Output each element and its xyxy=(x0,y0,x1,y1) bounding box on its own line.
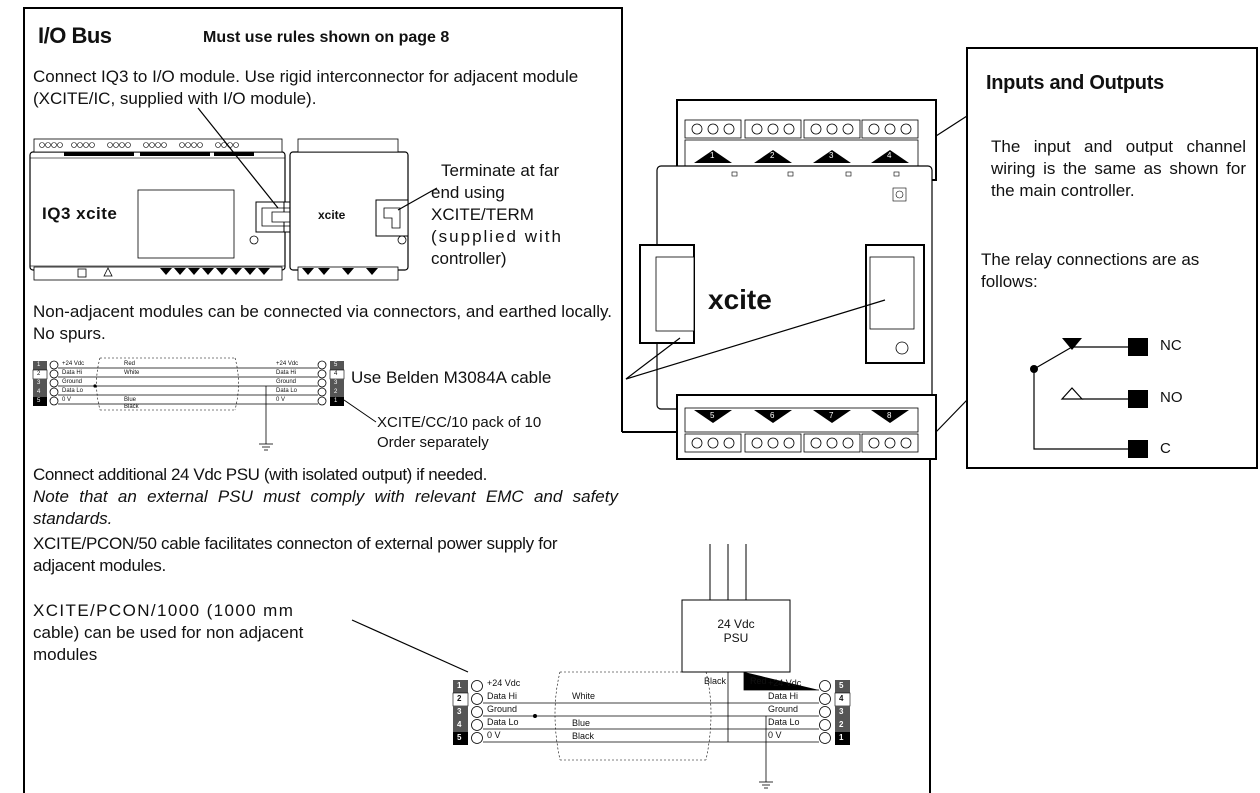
upper-left-label-4: Data Lo xyxy=(62,388,84,394)
upper-right-pin-2: 2 xyxy=(334,389,338,395)
lower-left-pin-3: 3 xyxy=(457,707,462,716)
relay-no-label: NO xyxy=(1160,389,1183,406)
upper-wire-white: White xyxy=(124,370,140,376)
terminate-text-3: XCITE/TERM xyxy=(431,205,534,224)
lower-right-pin-5: 5 xyxy=(839,681,844,690)
upper-wire-black: Black xyxy=(124,404,139,410)
upper-right-label-1: +24 Vdc xyxy=(276,361,299,367)
belden-text: Use Belden M3084A cable xyxy=(351,368,552,387)
pcon1000-text-3: modules xyxy=(33,645,98,664)
upper-right-label-2: Data Hi xyxy=(276,370,297,376)
lower-left-pin-1: 1 xyxy=(457,681,462,690)
upper-wire-blue: Blue xyxy=(124,397,137,403)
lower-left-label-1: +24 Vdc xyxy=(487,678,521,688)
inputs-outputs-text-2: The relay connections are as follows: xyxy=(981,250,1200,291)
upper-right-pin-3: 3 xyxy=(334,380,338,386)
upper-left-pin-3: 3 xyxy=(37,380,41,386)
lower-right-label-3: Ground xyxy=(768,704,799,714)
io-bus-title: I/O Bus xyxy=(38,23,112,48)
lower-right-label-1: +24 Vdc xyxy=(768,678,802,688)
pcon1000-text-1: XCITE/PCON/1000 (1000 mm xyxy=(33,601,295,620)
upper-right-pin-4: 4 xyxy=(334,371,338,377)
terminate-text-1: Terminate at far xyxy=(441,161,560,180)
upper-wire-red: Red xyxy=(124,361,136,367)
xcite-cc-text: XCITE/CC/10 pack of 10 xyxy=(377,414,542,431)
nonadjacent-text: Non-adjacent modules can be connected vi… xyxy=(33,302,612,343)
psu-black-label: Black xyxy=(704,676,727,686)
bottom-channel-5: 5 xyxy=(710,411,715,420)
io-module-logo: xcite xyxy=(708,284,772,315)
lower-wire-white: White xyxy=(572,691,596,701)
lower-left-label-3: Ground xyxy=(487,704,518,714)
top-channel-1: 1 xyxy=(710,151,715,160)
upper-right-label-5: 0 V xyxy=(276,397,286,403)
psu-note: Note that an external PSU must comply wi… xyxy=(33,487,618,528)
connect-text: Connect IQ3 to I/O module. Use rigid int… xyxy=(33,67,579,108)
relay-nc-label: NC xyxy=(1160,337,1182,354)
terminate-text-5: controller) xyxy=(431,249,507,268)
module-logo-small: xcite xyxy=(318,208,346,222)
inputs-outputs-title: Inputs and Outputs xyxy=(986,72,1164,94)
lower-right-label-5: 0 V xyxy=(768,730,782,740)
bottom-channel-6: 6 xyxy=(770,411,775,420)
inputs-outputs-text-1: The input and output channel wiring is t… xyxy=(991,137,1246,200)
upper-right-pin-1: 1 xyxy=(334,398,338,404)
lower-right-label-2: Data Hi xyxy=(768,691,799,701)
relay-c-label: C xyxy=(1160,440,1171,457)
upper-left-pin-5: 5 xyxy=(37,398,41,404)
upper-left-label-1: +24 Vdc xyxy=(62,361,85,367)
controller-logo: IQ3 xcite xyxy=(42,204,118,223)
upper-left-label-3: Ground xyxy=(62,379,83,385)
upper-right-label-3: Ground xyxy=(276,379,297,385)
lower-right-pin-2: 2 xyxy=(839,720,844,729)
lower-left-pin-4: 4 xyxy=(457,720,462,729)
psu-red-label: Red xyxy=(750,676,767,686)
lower-right-pin-1: 1 xyxy=(839,733,844,742)
upper-left-label-5: 0 V xyxy=(62,397,72,403)
upper-left-pin-1: 1 xyxy=(37,362,41,368)
lower-left-label-2: Data Hi xyxy=(487,691,518,701)
io-bus-subtitle: Must use rules shown on page 8 xyxy=(203,29,450,46)
lower-left-pin-2: 2 xyxy=(457,694,462,703)
top-channel-4: 4 xyxy=(887,151,892,160)
pcon1000-text-2: cable) can be used for non adjacent xyxy=(33,623,304,642)
psu-label-2: PSU xyxy=(723,631,749,645)
top-channel-3: 3 xyxy=(829,151,834,160)
lower-right-pin-3: 3 xyxy=(839,707,844,716)
bottom-channel-8: 8 xyxy=(887,411,892,420)
psu-text: Connect additional 24 Vdc PSU (with isol… xyxy=(33,465,487,484)
lower-wire-black: Black xyxy=(572,731,595,741)
pcon50-text: XCITE/PCON/50 cable facilitates connecto… xyxy=(33,534,558,575)
terminate-text-2: end using xyxy=(431,183,505,202)
order-text: Order separately xyxy=(377,434,489,451)
lower-wire-blue: Blue xyxy=(572,718,591,728)
lower-right-pin-4: 4 xyxy=(839,694,844,703)
bottom-channel-7: 7 xyxy=(829,411,834,420)
top-channel-2: 2 xyxy=(770,151,775,160)
upper-right-label-4: Data Lo xyxy=(276,388,298,394)
upper-left-label-2: Data Hi xyxy=(62,370,83,376)
lower-right-label-4: Data Lo xyxy=(768,717,800,727)
terminate-text-4: (supplied with xyxy=(431,227,563,246)
upper-left-pin-2: 2 xyxy=(37,371,41,377)
upper-right-pin-5: 5 xyxy=(334,362,338,368)
lower-left-label-5: 0 V xyxy=(487,730,501,740)
lower-left-label-4: Data Lo xyxy=(487,717,519,727)
psu-label-1: 24 Vdc xyxy=(717,617,755,631)
lower-left-pin-5: 5 xyxy=(457,733,462,742)
upper-left-pin-4: 4 xyxy=(37,389,41,395)
